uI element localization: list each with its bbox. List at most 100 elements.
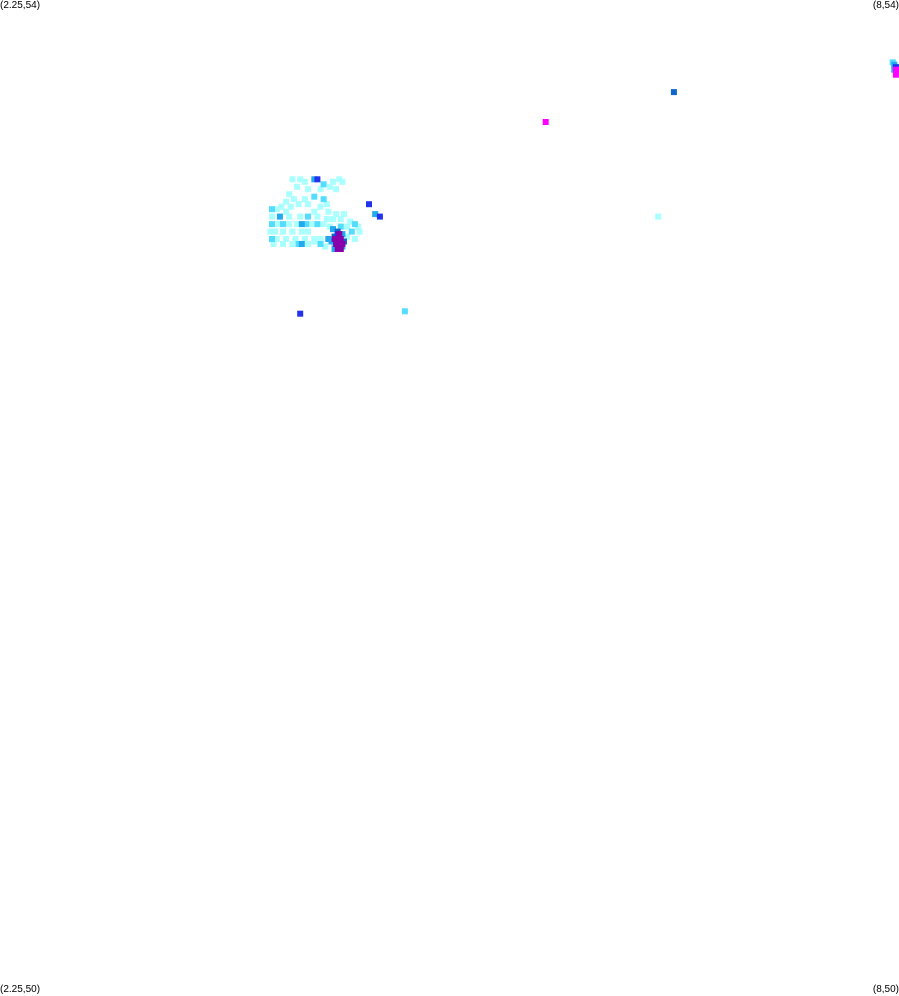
map-point — [305, 228, 311, 235]
map-point — [294, 183, 301, 190]
map-point — [344, 233, 351, 240]
map-point — [372, 211, 379, 218]
map-point — [366, 201, 372, 208]
map-point — [320, 221, 327, 228]
map-point — [311, 176, 318, 183]
map-point — [344, 223, 351, 230]
map-point — [670, 89, 677, 96]
map-point — [305, 201, 311, 208]
map-point — [314, 213, 321, 220]
map-point — [301, 236, 308, 242]
map-point — [303, 221, 310, 228]
map-point — [297, 176, 304, 183]
map-point — [273, 206, 280, 213]
map-point — [305, 241, 311, 247]
map-point — [280, 228, 286, 235]
map-point — [330, 226, 336, 233]
map-point — [337, 246, 344, 252]
map-point — [320, 196, 327, 203]
map-point — [283, 208, 290, 215]
map-point — [297, 213, 304, 220]
map-point — [341, 211, 347, 218]
map-point — [297, 310, 304, 317]
map-point — [272, 228, 279, 235]
map-point — [336, 176, 343, 183]
map-point — [286, 221, 293, 228]
map-point — [301, 178, 308, 185]
map-point — [273, 236, 280, 242]
map-point — [267, 228, 274, 235]
map-point — [376, 213, 383, 220]
map-point — [326, 223, 333, 230]
corner-label-top-right: (8,54) — [872, 0, 899, 11]
map-point — [269, 221, 275, 228]
map-point — [334, 246, 341, 252]
points-layer — [267, 59, 899, 317]
map-point — [309, 221, 316, 228]
map-point — [317, 241, 324, 247]
map-point — [333, 241, 340, 247]
map-point — [275, 221, 282, 228]
corner-label-top-left: (2.25,54) — [0, 0, 41, 11]
map-point — [298, 241, 305, 247]
map-point — [337, 216, 344, 223]
map-point — [311, 238, 318, 245]
map-point — [401, 308, 408, 315]
map-point — [655, 213, 662, 220]
map-point — [295, 201, 302, 208]
map-point — [290, 196, 297, 203]
map-point — [542, 119, 549, 125]
map-point — [289, 241, 296, 247]
map-point — [351, 236, 358, 242]
map-point — [292, 236, 299, 242]
map-point — [339, 178, 346, 185]
map-point — [333, 186, 340, 193]
map-point — [355, 223, 361, 230]
map-point — [269, 236, 275, 242]
map-point — [295, 241, 302, 247]
map-point — [269, 213, 275, 220]
map-point — [314, 221, 321, 228]
map-point — [893, 66, 899, 73]
map-point — [337, 236, 344, 242]
map-point — [336, 241, 343, 247]
map-point — [286, 191, 293, 198]
map-point — [280, 221, 286, 228]
map-point — [298, 221, 305, 228]
map-point — [311, 193, 318, 200]
map-point — [301, 196, 308, 203]
map-point — [270, 241, 277, 247]
map-point — [305, 213, 311, 220]
map-point — [330, 178, 336, 185]
map-point — [286, 213, 293, 220]
map-point — [322, 243, 329, 250]
map-point — [331, 246, 338, 252]
map-point — [287, 203, 294, 210]
map-point — [323, 201, 330, 208]
map-point — [289, 228, 296, 235]
map-point — [326, 183, 333, 190]
map-point — [333, 211, 340, 218]
map-point — [328, 238, 335, 245]
map-point — [289, 176, 296, 183]
map-point — [347, 218, 354, 225]
map-point — [356, 228, 363, 235]
map-point — [283, 236, 290, 242]
map-point — [325, 236, 332, 242]
map-point — [294, 221, 301, 228]
map-point — [317, 203, 324, 210]
map-point — [317, 236, 324, 242]
corner-label-bottom-left: (2.25,50) — [0, 984, 41, 995]
corner-label-bottom-right: (8,50) — [872, 984, 899, 995]
map-point — [280, 241, 286, 247]
map-point — [305, 186, 311, 193]
map-point — [269, 206, 275, 213]
map-point — [351, 221, 358, 228]
map-point — [317, 186, 324, 193]
map-point — [331, 236, 338, 242]
map-point — [320, 181, 327, 188]
map-point — [325, 208, 332, 215]
map-point — [311, 208, 318, 215]
